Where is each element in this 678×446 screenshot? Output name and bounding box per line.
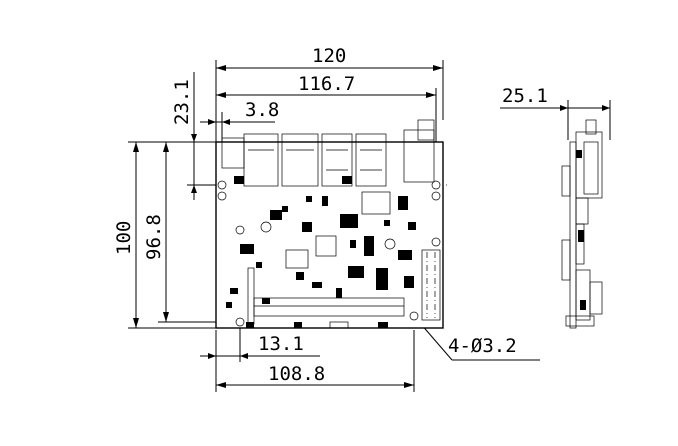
side-thickness-label: 25.1 [502,85,548,107]
dimension-hole-span-height: 96.8 [143,142,222,323]
left-offset-label: 3.8 [245,99,279,121]
hole-span-height-label: 96.8 [143,214,165,260]
board-top-view [190,119,450,329]
top-offset-label: 23.1 [171,79,193,125]
dimension-bottom-hole-span: 108.8 [215,330,415,392]
overall-height-label: 100 [113,221,135,255]
dimension-overall-width: 120 [215,45,444,145]
board-side-view [561,119,603,329]
dimension-hole-span-width: 116.7 [216,73,437,190]
dimension-overall-height: 100 [113,141,216,329]
mounting-holes-label: 4-Ø3.2 [448,335,517,357]
bottom-hole-span-label: 108.8 [268,363,325,385]
overall-width-label: 120 [312,45,346,67]
dimension-side-thickness: 25.1 [500,85,611,140]
hole-span-width-label: 116.7 [298,73,355,95]
bottom-hole-offset-label: 13.1 [258,333,304,355]
